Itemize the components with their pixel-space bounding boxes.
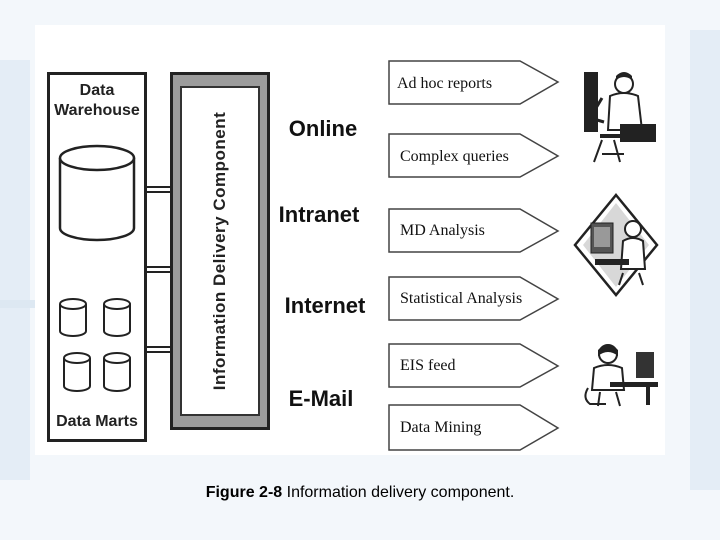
data-mart-icon (59, 298, 87, 337)
output-label: Statistical Analysis (400, 290, 523, 307)
output-label: Ad hoc reports (397, 75, 493, 92)
data-mart-icon (103, 352, 131, 392)
connector (147, 266, 170, 273)
channel-label: E-Mail (288, 386, 354, 411)
output-label: Data Mining (400, 419, 482, 436)
channel-label: Intranet (278, 202, 360, 227)
caption-figure-number: Figure 2-8 (205, 484, 283, 501)
user-at-computer-icon (584, 72, 656, 163)
warehouse-database-icon (58, 144, 136, 242)
output-arrow (388, 404, 560, 451)
output-arrow (388, 133, 560, 178)
output-arrow (388, 208, 560, 253)
user-at-desk-icon (584, 344, 658, 407)
figure-caption: Figure 2-8 Information delivery componen… (0, 484, 720, 502)
analyst-diamond-icon (573, 193, 659, 297)
output-label: Complex queries (400, 148, 509, 165)
output-arrow (388, 276, 560, 321)
connector (147, 346, 170, 353)
output-arrow (388, 343, 560, 388)
channel-label: Internet (284, 293, 366, 318)
delivery-component-inner (180, 86, 260, 416)
data-mart-icon (63, 352, 91, 392)
output-label: MD Analysis (400, 222, 485, 239)
output-label: EIS feed (400, 357, 456, 374)
caption-text: Information delivery component. (282, 484, 515, 501)
data-mart-icon (103, 298, 131, 337)
connector (147, 186, 170, 193)
data-marts-label: Data Marts (56, 413, 138, 430)
channel-label: Online (288, 116, 358, 141)
output-arrow (388, 60, 560, 105)
